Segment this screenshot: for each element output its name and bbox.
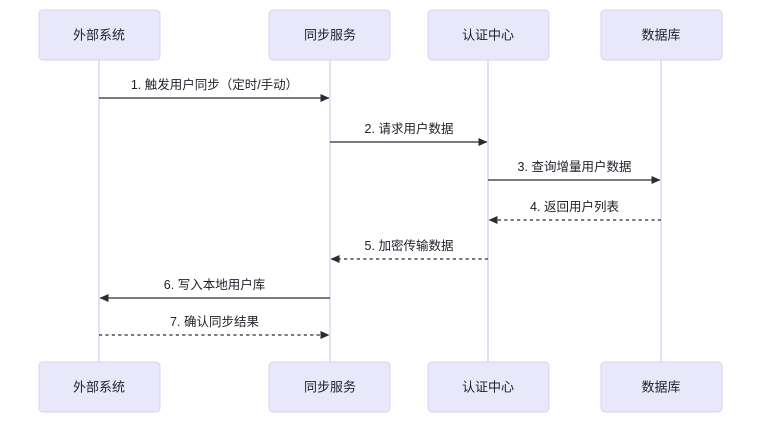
message-label: 3. 查询增量用户数据 [518,159,632,174]
participant-box[interactable] [600,361,723,413]
message-6[interactable]: 6. 写入本地用户库 [99,277,330,302]
participant-header-p3[interactable]: 认证中心 [427,9,550,61]
participant-footer-p2[interactable]: 同步服务 [268,361,391,413]
participant-footer-p3[interactable]: 认证中心 [427,361,550,413]
participant-box[interactable] [427,9,550,61]
message-3[interactable]: 3. 查询增量用户数据 [488,159,661,184]
message-label: 7. 确认同步结果 [170,315,259,329]
message-label: 2. 请求用户数据 [365,121,454,136]
participant-label: 外部系统 [73,379,125,394]
message-1[interactable]: 1. 触发用户同步（定时/手动） [99,77,330,102]
participant-label: 同步服务 [304,27,356,42]
messages-group: 1. 触发用户同步（定时/手动） 2. 请求用户数据 3. 查询增量用户数据 4. 返… [99,77,661,339]
participant-header-p4[interactable]: 数据库 [600,9,723,61]
participant-box[interactable] [38,361,161,413]
message-7[interactable]: 7. 确认同步结果 [99,315,330,339]
participant-header-group: 外部系统 同步服务 认证中心 数据库 [38,9,723,61]
message-4[interactable]: 4. 返回用户列表 [488,199,661,224]
participant-header-p1[interactable]: 外部系统 [38,9,161,61]
participant-box[interactable] [268,361,391,413]
participant-label: 数据库 [641,27,680,42]
message-5[interactable]: 5. 加密传输数据 [330,238,488,263]
participant-box[interactable] [268,9,391,61]
lifelines-group [98,60,662,362]
participant-box[interactable] [600,9,723,61]
participant-footer-group: 外部系统 同步服务 认证中心 数据库 [38,361,723,413]
participant-header-p2[interactable]: 同步服务 [268,9,391,61]
participant-label: 外部系统 [73,27,125,42]
participant-label: 认证中心 [462,379,514,394]
participant-box[interactable] [427,361,550,413]
message-label: 1. 触发用户同步（定时/手动） [131,77,298,92]
participant-footer-p1[interactable]: 外部系统 [38,361,161,413]
participant-box[interactable] [38,9,161,61]
message-label: 4. 返回用户列表 [530,199,619,214]
participant-footer-p4[interactable]: 数据库 [600,361,723,413]
message-label: 5. 加密传输数据 [365,238,454,253]
participant-label: 数据库 [641,379,680,394]
participant-label: 同步服务 [304,379,356,394]
message-label: 6. 写入本地用户库 [164,277,265,292]
message-2[interactable]: 2. 请求用户数据 [330,121,488,146]
participant-label: 认证中心 [462,27,514,42]
